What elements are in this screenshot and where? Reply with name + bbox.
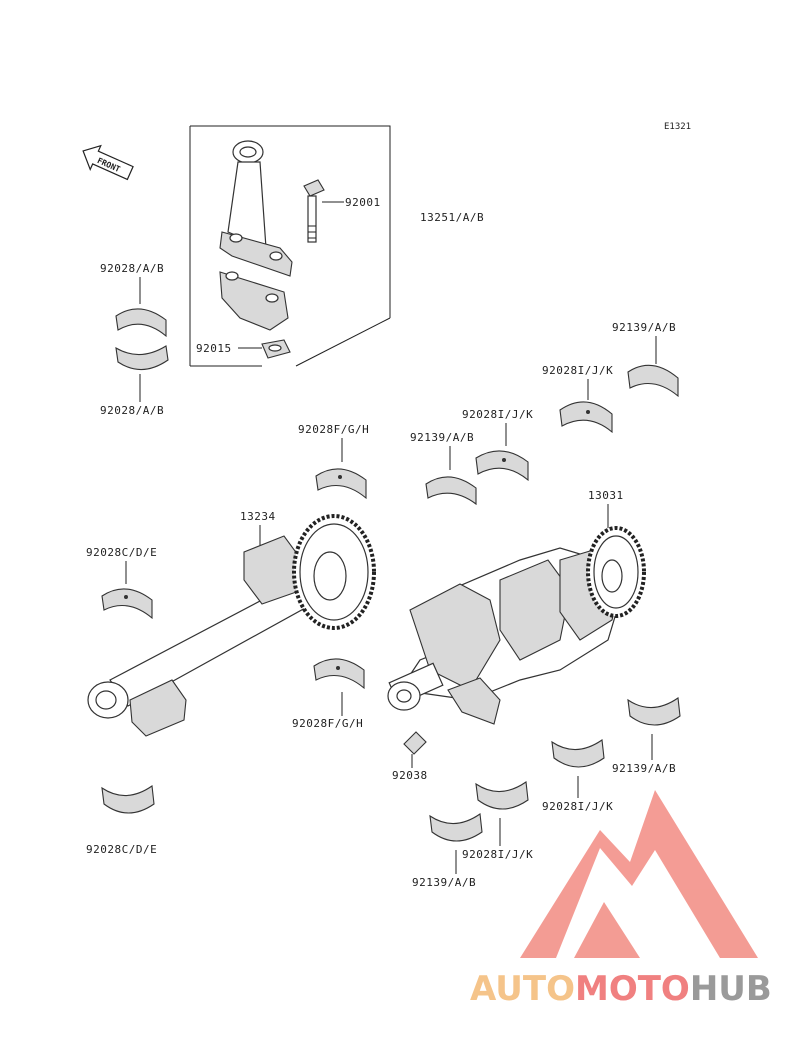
label-main-bearing-c: 92028I/J/K (542, 800, 613, 813)
conrod-assembly-box (189, 125, 391, 367)
balancer-bearing-upper (315, 468, 367, 500)
label-thrust-washer-main: 92139/A/B (612, 321, 676, 334)
conrod-bearing-lower (115, 345, 169, 371)
conrod-bearing-upper (115, 308, 167, 338)
label-main-bearing-b: 92028I/J/K (462, 408, 533, 421)
label-crankshaft: 13031 (588, 489, 624, 502)
label-bolt: 92001 (345, 196, 381, 209)
conrod-nut (261, 339, 291, 359)
label-conrod-bearing-upper: 92028/A/B (100, 262, 164, 275)
label-balancer-bearing-left: 92028C/D/E (86, 546, 157, 559)
label-main-bearing-d: 92028I/J/K (462, 848, 533, 861)
conrod-cap (219, 271, 289, 331)
label-balancer-weight: 13234 (240, 510, 276, 523)
balancer-bearing-lower (313, 658, 365, 690)
label-main-bearing-a: 92028I/J/K (542, 364, 613, 377)
main-bearing-a (559, 401, 613, 434)
thrust-washer-main (627, 364, 679, 398)
label-thrust-washer-bottom: 92139/A/B (412, 876, 476, 889)
watermark-text: AUTOMOTOHUB (470, 969, 772, 1009)
front-arrow-icon: FRONT (82, 144, 134, 181)
label-key: 92038 (392, 769, 428, 782)
watermark-logo (520, 790, 758, 958)
balancer-gear (292, 514, 376, 630)
balancer-bearing-left (101, 588, 153, 620)
watermark-part2: MOTO (575, 969, 690, 1009)
label-balancer-bearing-upper: 92028F/G/H (298, 423, 369, 436)
thrust-washer-right (627, 697, 681, 726)
label-nut: 92015 (196, 342, 232, 355)
label-thrust-washer-mid: 92139/A/B (410, 431, 474, 444)
balancer-bearing-bottom (101, 785, 155, 814)
watermark-triangle-icon (520, 790, 758, 958)
thrust-washer-bottom (429, 813, 483, 842)
label-balancer-bearing-lower: 92028F/G/H (292, 717, 363, 730)
woodruff-key (403, 731, 427, 755)
label-conrod-assy: 13251/A/B (420, 211, 484, 224)
conrod-bolt (303, 179, 325, 243)
main-bearing-c (551, 739, 605, 768)
label-balancer-bearing-bottom: 92028C/D/E (86, 843, 157, 856)
diagram-reference: E1321 (664, 122, 691, 132)
label-thrust-washer-right: 92139/A/B (612, 762, 676, 775)
watermark-part1: AUTO (470, 969, 575, 1009)
thrust-washer-mid (425, 476, 477, 506)
watermark-part3: HUB (690, 969, 772, 1009)
crankshaft-gear (586, 526, 646, 618)
label-conrod-bearing-lower: 92028/A/B (100, 404, 164, 417)
connecting-rod (219, 140, 293, 277)
main-bearing-b (475, 450, 529, 482)
crankshaft (387, 547, 623, 725)
main-bearing-d (475, 781, 529, 810)
